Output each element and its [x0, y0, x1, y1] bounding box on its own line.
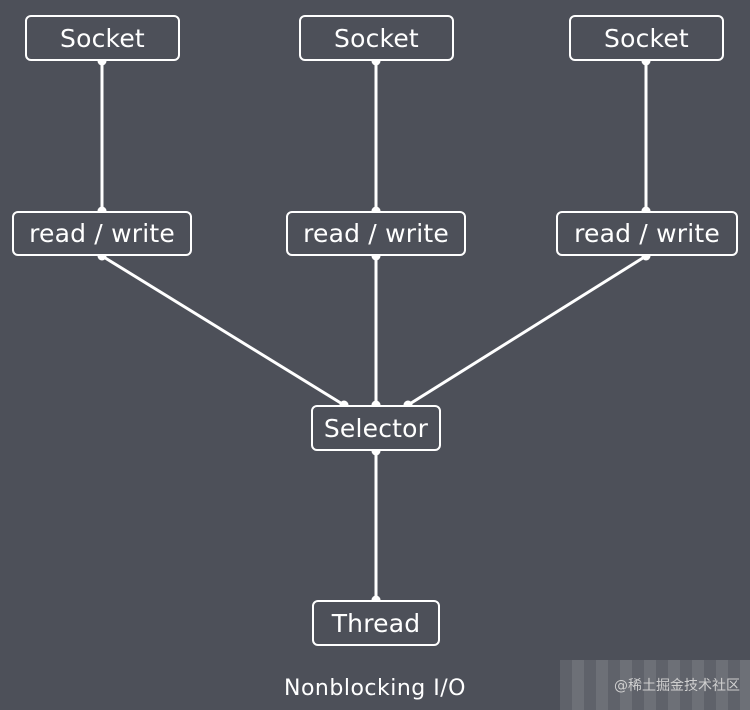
read-write-node-3: read / write: [556, 211, 738, 256]
diagram-caption: Nonblocking I/O: [284, 676, 466, 701]
socket-node-3: Socket: [569, 15, 724, 61]
socket-node-1: Socket: [25, 15, 180, 61]
watermark: @稀土掘金技术社区: [560, 660, 750, 710]
edge-rw3-selector: [407, 254, 647, 407]
selector-node: Selector: [311, 405, 441, 451]
thread-node: Thread: [312, 600, 440, 646]
edge-rw1-selector: [101, 254, 345, 407]
read-write-node-1: read / write: [12, 211, 192, 256]
socket-node-2: Socket: [299, 15, 454, 61]
read-write-node-2: read / write: [286, 211, 466, 256]
